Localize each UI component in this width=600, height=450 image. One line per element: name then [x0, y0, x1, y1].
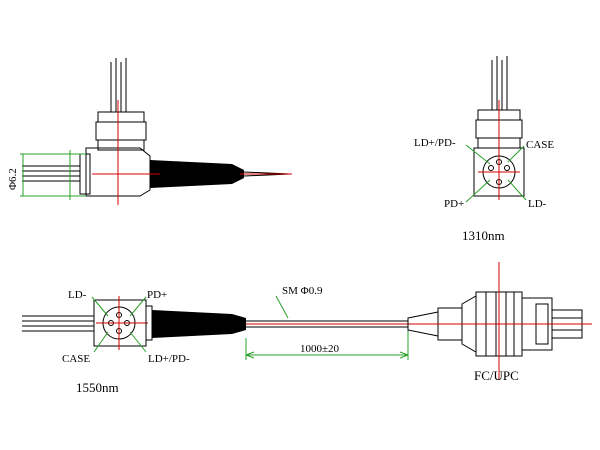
connector-label: FC/UPC	[474, 368, 519, 383]
label-pd-plus: PD+	[444, 198, 464, 210]
label-pd-plus-1550: PD+	[147, 289, 167, 301]
label-case-1550: CASE	[62, 353, 90, 365]
label-case: CASE	[526, 139, 554, 151]
label-ld-minus: LD-	[528, 198, 547, 210]
length-label: 1000±20	[300, 343, 340, 355]
label-ld-minus-1550: LD-	[68, 289, 87, 301]
fiber-label: SM Φ0.9	[282, 285, 323, 297]
pin-view-1310: LD+/PD- CASE PD+ LD- 1310nm	[414, 56, 554, 243]
fc-upc-connector: FC/UPC	[407, 262, 592, 383]
assembly-1550: LD- PD+ CASE LD+/PD- 1550nm SM Φ0.9 1000…	[22, 262, 592, 395]
label-ld-plus-pd-minus-1550: LD+/PD-	[148, 353, 190, 365]
diameter-label: Φ6.2	[7, 168, 19, 190]
wavelength-1310: 1310nm	[462, 228, 505, 243]
label-ld-plus-pd-minus: LD+/PD-	[414, 137, 456, 149]
side-view-module: Φ6.2	[7, 58, 292, 205]
wavelength-1550: 1550nm	[76, 380, 119, 395]
